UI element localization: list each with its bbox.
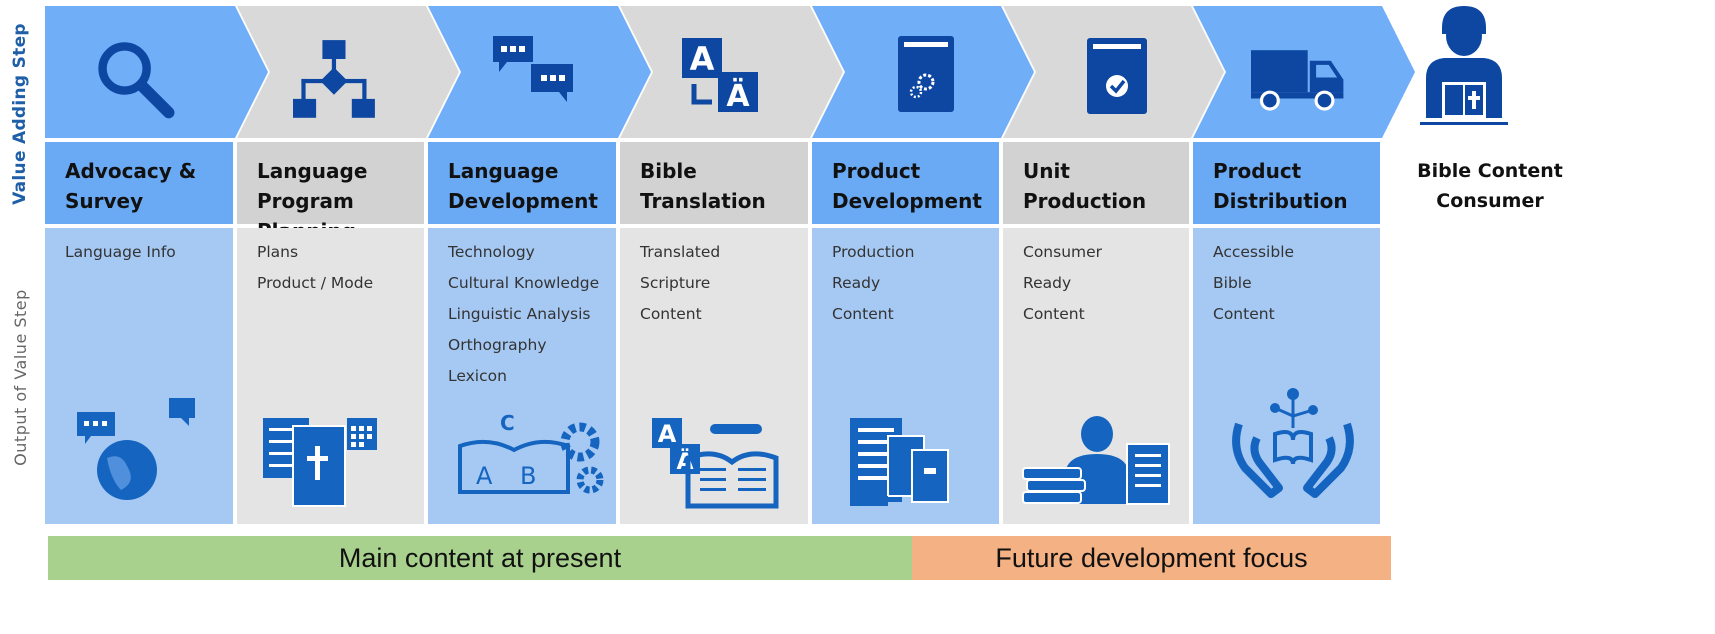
book-check-icon	[1087, 38, 1147, 114]
step-title-7: Product Distribution	[1193, 142, 1380, 224]
step-chevron-1	[45, 6, 268, 138]
translate-icon: AÄ	[682, 38, 758, 114]
output-item: Linguistic Analysis	[448, 305, 591, 323]
step-title-3: Language Development	[428, 142, 616, 224]
output-item: Language Info	[65, 243, 176, 261]
output-item: Plans	[257, 243, 299, 261]
output-item: Consumer	[1023, 243, 1103, 261]
output-item: Content	[1213, 305, 1275, 323]
output-item: Content	[832, 305, 894, 323]
output-item: Content	[640, 305, 702, 323]
output-item: Bible	[1213, 274, 1252, 292]
svg-text:Ä: Ä	[726, 78, 750, 114]
output-item: Ready	[1023, 274, 1072, 292]
output-item: Ready	[832, 274, 881, 292]
output-item: Content	[1023, 305, 1085, 323]
magnifier-icon	[98, 42, 175, 119]
hands-book-icon	[1232, 388, 1354, 498]
svg-text:A: A	[690, 40, 715, 78]
reader-books-icon	[1022, 416, 1170, 505]
step-title-6: Unit Production	[1003, 142, 1189, 224]
consumer-title: Bible Content Consumer	[1417, 160, 1563, 212]
svg-text:Ä: Ä	[676, 449, 693, 475]
step-title-5: Product Development	[812, 142, 999, 224]
bible-calendar-icon	[263, 418, 377, 507]
future-development-bar: Future development focus	[912, 536, 1391, 580]
speech-bubbles-icon	[493, 36, 573, 102]
output-item: Production	[832, 243, 915, 261]
globe-speech-icon	[77, 398, 195, 500]
translate-book-icon: AÄ	[652, 418, 779, 509]
main-content-bar: Main content at present	[48, 536, 912, 580]
output-of-value-step-label: Output of Value Step	[10, 288, 30, 466]
documents-stack-icon	[850, 418, 949, 506]
flowchart-icon	[293, 40, 375, 118]
output-item: Translated	[640, 243, 721, 261]
output-item: Lexicon	[448, 367, 507, 385]
person-reading-bible-icon	[1420, 6, 1508, 125]
output-item: Scripture	[640, 274, 711, 292]
output-item: Product / Mode	[257, 274, 374, 292]
step-title-1: Advocacy & Survey	[45, 142, 233, 224]
book-gears-icon	[898, 36, 954, 112]
svg-text:B: B	[520, 462, 536, 490]
svg-text:A: A	[476, 462, 493, 490]
output-item: Accessible	[1213, 243, 1295, 261]
svg-text:C: C	[500, 411, 515, 435]
output-item: Technology	[448, 243, 535, 261]
step-title-4: Bible Translation	[620, 142, 808, 224]
output-item: Cultural Knowledge	[448, 274, 600, 292]
step-chevron-2	[237, 6, 459, 138]
delivery-truck-icon	[1251, 50, 1344, 111]
svg-text:A: A	[658, 420, 677, 448]
output-item: Orthography	[448, 336, 547, 354]
